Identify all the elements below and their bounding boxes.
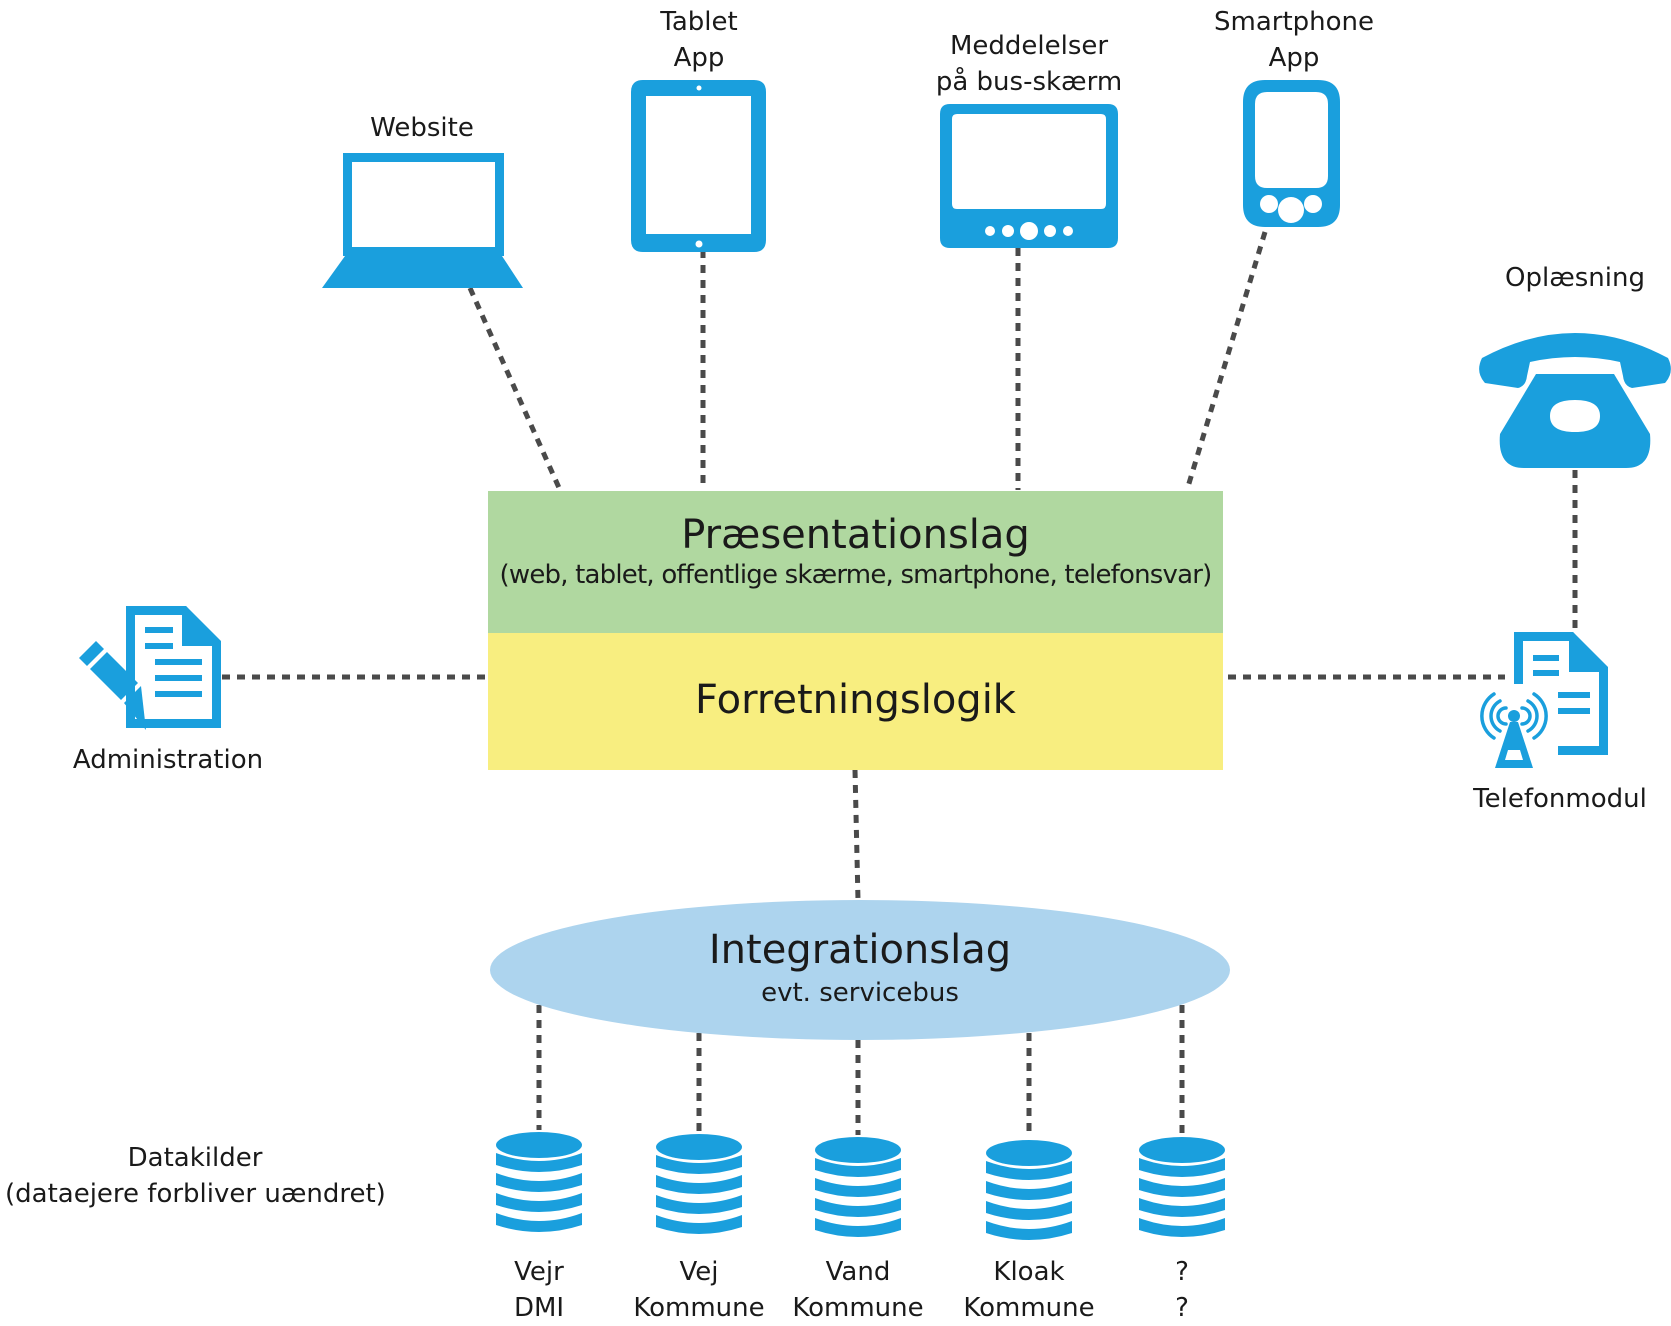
- database-icon: [986, 1140, 1072, 1240]
- datasource-label-line1: Vejr: [514, 1257, 564, 1287]
- datasource-label-line2: Kommune: [792, 1293, 924, 1323]
- datasource-label-line2: Kommune: [963, 1293, 1095, 1323]
- connector-website: [467, 286, 563, 492]
- bus-screen-label-line2: på bus-skærm: [935, 67, 1123, 97]
- database-icon: [1139, 1137, 1225, 1237]
- readout-label: Oplæsning: [1485, 260, 1665, 296]
- tablet-icon: [631, 80, 766, 252]
- connector-smartphone: [1184, 231, 1268, 491]
- smartphone-label-line1: Smartphone: [1213, 7, 1374, 37]
- database-icon: [656, 1134, 742, 1234]
- integration-layer-title: Integrationslag: [708, 927, 1012, 973]
- bus-screen-label: Meddelelser på bus-skærm: [914, 28, 1144, 100]
- screen-icon: [940, 104, 1118, 248]
- datasource-label-3: Vand Kommune: [778, 1254, 938, 1326]
- datasource-label-2: Vej Kommune: [619, 1254, 779, 1326]
- tablet-label-line2: App: [673, 43, 725, 73]
- connector-lines: [222, 231, 1578, 1138]
- datasource-label-line1: Kloak: [993, 1257, 1065, 1287]
- business-layer: [488, 633, 1223, 770]
- readout-label-line1: Oplæsning: [1505, 263, 1645, 293]
- datasource-label-1: Vejr DMI: [459, 1254, 619, 1326]
- database-icon: [815, 1137, 901, 1237]
- integration-layer: [490, 900, 1230, 1040]
- datasource-label-line1: Vand: [825, 1257, 891, 1287]
- tablet-label-line1: Tablet: [660, 7, 738, 37]
- smartphone-label-line2: App: [1268, 43, 1320, 73]
- connector-business-integration: [852, 769, 861, 901]
- presentation-layer: [488, 491, 1223, 633]
- integration-layer-subtitle: evt. servicebus: [761, 978, 959, 1008]
- presentation-layer-title: Præsentationslag: [681, 512, 1030, 558]
- datasource-label-line2: Kommune: [633, 1293, 765, 1323]
- database-icon: [496, 1132, 582, 1232]
- document-antenna-icon: [1468, 632, 1608, 770]
- business-layer-title: Forretningslogik: [695, 677, 1016, 723]
- datasources-caption-line1: Datakilder: [127, 1143, 263, 1173]
- website-label-line1: Website: [370, 113, 474, 143]
- laptop-icon: [322, 153, 523, 288]
- smartphone-icon: [1243, 80, 1340, 227]
- datasource-label-line2: DMI: [513, 1293, 565, 1323]
- phone-module-label: Telefonmodul: [1473, 784, 1647, 814]
- smartphone-label: Smartphone App: [1189, 4, 1399, 76]
- tablet-label: Tablet App: [619, 4, 779, 76]
- datasources-caption-line2: (dataejere forbliver uændret): [5, 1179, 386, 1209]
- bus-screen-label-line1: Meddelelser: [949, 31, 1109, 61]
- datasources-caption: Datakilder (dataejere forbliver uændret): [5, 1140, 386, 1212]
- telephone-icon: [1479, 333, 1671, 468]
- document-edit-icon: [79, 606, 221, 730]
- website-label: Website: [342, 110, 502, 146]
- datasource-label-4: Kloak Kommune: [949, 1254, 1109, 1326]
- datasource-label-line2: ?: [1175, 1293, 1189, 1323]
- administration-label: Administration: [72, 745, 264, 775]
- datasource-label-5: ? ?: [1102, 1254, 1262, 1326]
- presentation-layer-subtitle: (web, tablet, offentlige skærme, smartph…: [499, 560, 1213, 590]
- datasource-label-line1: Vej: [679, 1257, 719, 1287]
- datasource-label-line1: ?: [1175, 1257, 1189, 1287]
